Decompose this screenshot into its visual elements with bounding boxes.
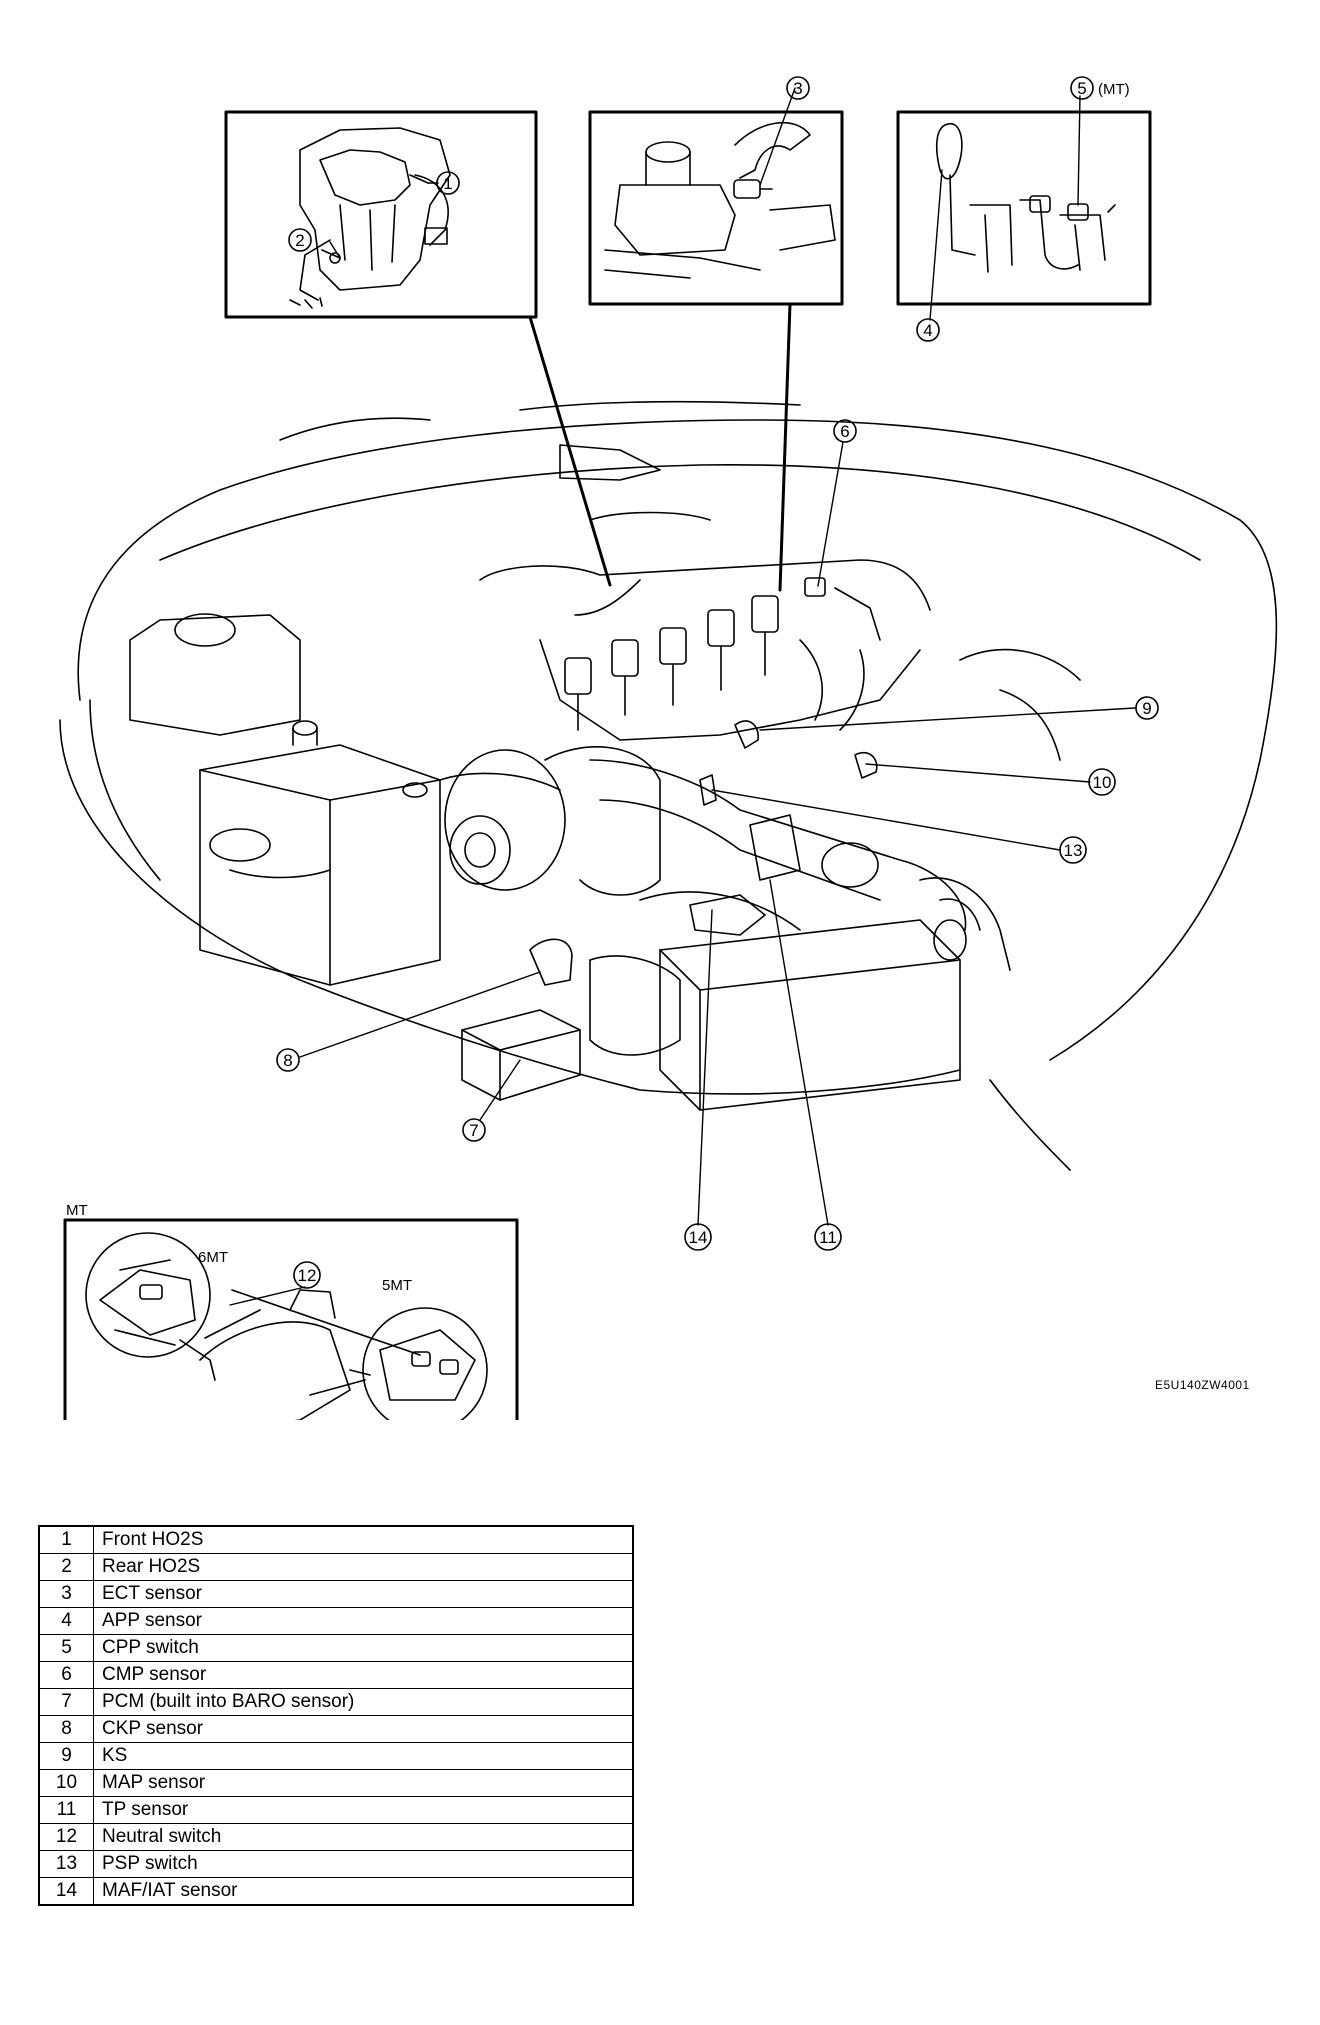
legend-component: Rear HO2S	[93, 1553, 634, 1581]
svg-text:13: 13	[1064, 841, 1083, 860]
callout-9: 9	[1135, 696, 1159, 720]
callout-10: 10	[1088, 768, 1116, 796]
svg-text:6: 6	[840, 422, 849, 441]
svg-text:7: 7	[469, 1121, 478, 1140]
callout-14: 14	[684, 1223, 712, 1251]
legend-number: 12	[38, 1823, 94, 1851]
inset-mt-transmission	[63, 1218, 519, 1420]
svg-text:4: 4	[923, 321, 932, 340]
callout-7: 7	[462, 1118, 486, 1142]
svg-text:9: 9	[1142, 699, 1151, 718]
mt-note-label: (MT)	[1098, 81, 1130, 98]
legend-number: 1	[38, 1525, 94, 1554]
reference-code: E5U140ZW4001	[1155, 1378, 1250, 1392]
svg-text:14: 14	[689, 1228, 708, 1247]
legend-number: 9	[38, 1742, 94, 1770]
legend-component: MAF/IAT sensor	[93, 1877, 634, 1906]
legend-component: CKP sensor	[93, 1715, 634, 1743]
legend-number: 13	[38, 1850, 94, 1878]
callout-6: 6	[833, 419, 857, 443]
callout-1: 1	[436, 171, 460, 195]
inset-mt-label: MT	[66, 1202, 88, 1219]
legend-component: KS	[93, 1742, 634, 1770]
svg-text:12: 12	[298, 1266, 317, 1285]
callout-11: 11	[814, 1223, 842, 1251]
inset-pedals	[896, 110, 1152, 306]
legend-component: PCM (built into BARO sensor)	[93, 1688, 634, 1716]
legend-number: 14	[38, 1877, 94, 1906]
callout-3: 3	[786, 76, 810, 100]
legend-number: 6	[38, 1661, 94, 1689]
callout-13: 13	[1059, 836, 1087, 864]
svg-text:1: 1	[443, 174, 452, 193]
six-mt-label: 6MT	[198, 1249, 228, 1266]
callout-8: 8	[276, 1048, 300, 1072]
legend-number: 11	[38, 1796, 94, 1824]
legend-number: 4	[38, 1607, 94, 1635]
inset-ect-sensor	[588, 110, 844, 306]
legend-number: 10	[38, 1769, 94, 1797]
legend-number: 5	[38, 1634, 94, 1662]
callout-12: 12	[293, 1261, 321, 1289]
svg-text:5: 5	[1077, 79, 1086, 98]
legend-component: Neutral switch	[93, 1823, 634, 1851]
svg-text:10: 10	[1093, 773, 1112, 792]
svg-text:11: 11	[819, 1228, 837, 1247]
legend-number: 7	[38, 1688, 94, 1716]
legend-component: ECT sensor	[93, 1580, 634, 1608]
legend-number: 2	[38, 1553, 94, 1581]
callout-2: 2	[288, 228, 312, 252]
svg-text:8: 8	[283, 1051, 292, 1070]
callouts: 1 2 3 4 5 (MT) 6 7 8 9 10 11 12 13 14	[276, 76, 1159, 1289]
leader-lines	[229, 87, 1136, 1306]
legend-number: 3	[38, 1580, 94, 1608]
legend-component: TP sensor	[93, 1796, 634, 1824]
legend-component: PSP switch	[93, 1850, 634, 1878]
legend-component: Front HO2S	[93, 1525, 634, 1554]
legend-component: CPP switch	[93, 1634, 634, 1662]
legend-number: 8	[38, 1715, 94, 1743]
inset-exhaust-manifold	[224, 110, 538, 319]
svg-text:2: 2	[295, 231, 304, 250]
five-mt-label: 5MT	[382, 1277, 412, 1294]
legend-component: CMP sensor	[93, 1661, 634, 1689]
callout-5: 5	[1070, 76, 1094, 100]
callout-4: 4	[916, 318, 940, 342]
legend-component: APP sensor	[93, 1607, 634, 1635]
engine-diagram: 1 2 3 4 5 (MT) 6 7 8 9 10 11 12 13 14 MT…	[59, 76, 1278, 1420]
legend-component: MAP sensor	[93, 1769, 634, 1797]
svg-text:3: 3	[793, 79, 802, 98]
